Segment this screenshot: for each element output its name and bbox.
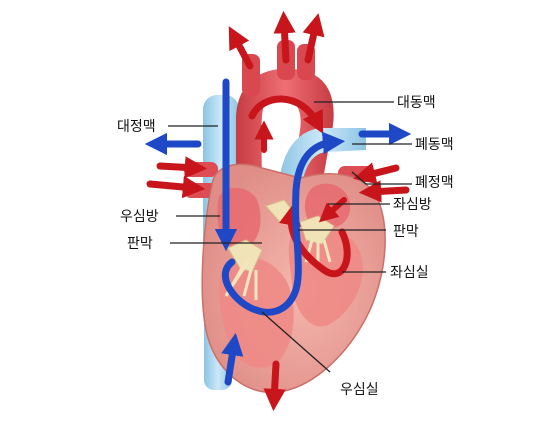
arrow-aorta-out-1 xyxy=(228,26,254,70)
chordae-right xyxy=(224,261,258,300)
arrow-aorta-out-2 xyxy=(273,10,296,64)
label-pulmonary-artery: 폐동맥 xyxy=(415,137,454,153)
leader-pulmonary-vein xyxy=(351,171,412,185)
blood-flow-arrows xyxy=(144,10,412,412)
label-pulmonary-vein: 폐정맥 xyxy=(415,175,454,191)
label-right-atrium: 우심방 xyxy=(120,209,159,225)
label-valve-left: 판막 xyxy=(393,224,419,240)
label-left-ventricle: 좌심실 xyxy=(390,265,429,281)
arrow-pulmonary-vein-in-left-2 xyxy=(146,175,206,199)
arrow-pulmonary-vein-in-right-2 xyxy=(358,180,410,203)
leader-right-ventricle xyxy=(261,311,331,373)
label-left-atrium: 좌심방 xyxy=(393,197,432,213)
labels: 대동맥 대정맥 폐동맥 폐정맥 좌심방 우심방 판막 판막 좌심실 우심실 xyxy=(117,95,454,398)
arrow-aortic-arch-flow xyxy=(248,95,324,134)
label-vena-cava: 대정맥 xyxy=(117,119,156,135)
arrow-aorta-out-3 xyxy=(302,13,325,64)
arrow-vena-cava-up xyxy=(221,332,244,386)
arrow-descending-aorta xyxy=(263,360,286,412)
label-right-ventricle: 우심실 xyxy=(340,382,379,398)
label-aorta: 대동맥 xyxy=(397,95,436,111)
label-valve-right: 판막 xyxy=(127,236,153,252)
arrow-left-atrium-to-ventricle xyxy=(318,197,347,223)
arrow-right-ventricle-loop xyxy=(221,131,346,316)
leader-lines xyxy=(168,101,412,373)
arrow-pulmonary-vein-in-right-1 xyxy=(353,162,400,185)
arrow-pulmonary-vein-in-left-1 xyxy=(156,156,208,179)
